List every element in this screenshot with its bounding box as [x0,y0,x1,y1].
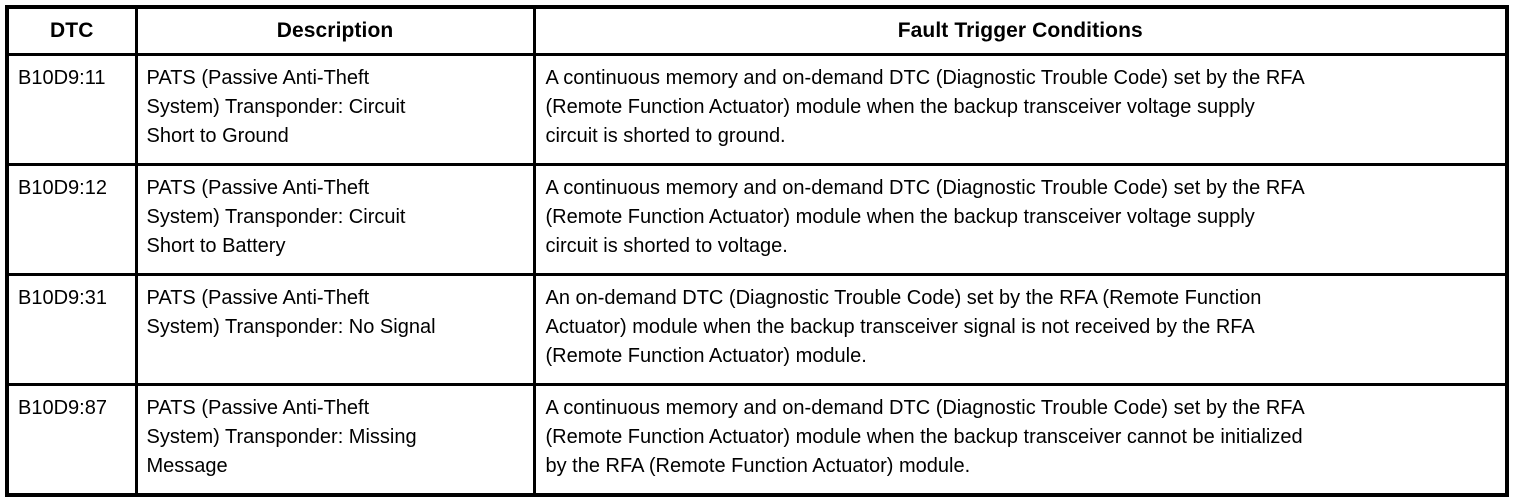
cell-fault-trigger-conditions: A continuous memory and on-demand DTC (D… [532,383,1509,497]
cell-dtc: B10D9:31 [5,273,138,386]
cell-dtc: B10D9:87 [5,383,138,497]
table-row: B10D9:11 PATS (Passive Anti-Theft System… [5,53,1509,166]
cell-dtc: B10D9:11 [5,53,138,166]
table-row: B10D9:87 PATS (Passive Anti-Theft System… [5,383,1509,497]
cell-fault-trigger-conditions: An on-demand DTC (Diagnostic Trouble Cod… [532,273,1509,386]
column-header-description: Description [134,5,536,56]
table-body: B10D9:11 PATS (Passive Anti-Theft System… [5,53,1509,497]
table-row: B10D9:12 PATS (Passive Anti-Theft System… [5,163,1509,276]
dtc-table: DTC Description Fault Trigger Conditions… [5,5,1509,497]
cell-description: PATS (Passive Anti-Theft System) Transpo… [134,383,536,497]
dtc-table-container: DTC Description Fault Trigger Conditions… [5,5,1509,497]
table-header-row: DTC Description Fault Trigger Conditions [5,5,1509,56]
column-header-dtc: DTC [5,5,138,56]
cell-description: PATS (Passive Anti-Theft System) Transpo… [134,163,536,276]
table-row: B10D9:31 PATS (Passive Anti-Theft System… [5,273,1509,386]
table-header: DTC Description Fault Trigger Conditions [5,5,1509,56]
cell-description: PATS (Passive Anti-Theft System) Transpo… [134,273,536,386]
cell-dtc: B10D9:12 [5,163,138,276]
cell-description: PATS (Passive Anti-Theft System) Transpo… [134,53,536,166]
cell-fault-trigger-conditions: A continuous memory and on-demand DTC (D… [532,53,1509,166]
column-header-fault-trigger-conditions: Fault Trigger Conditions [532,5,1509,56]
cell-fault-trigger-conditions: A continuous memory and on-demand DTC (D… [532,163,1509,276]
